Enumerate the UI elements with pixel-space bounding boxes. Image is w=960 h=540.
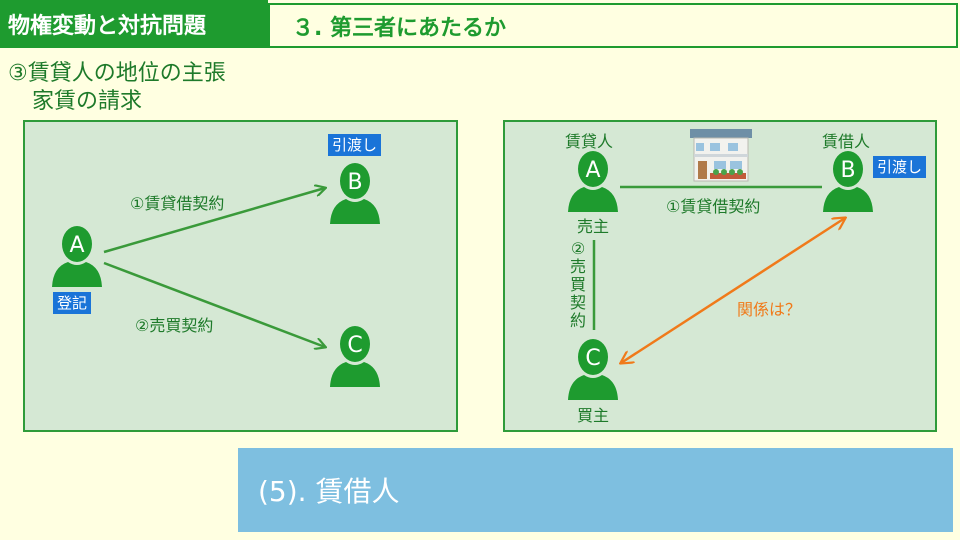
person-silhouette-icon: C	[568, 339, 618, 400]
svg-text:B: B	[347, 170, 362, 195]
person-a-right: A	[566, 150, 620, 212]
arrow-ac-label: ②売買契約	[135, 316, 214, 335]
svg-text:C: C	[585, 346, 600, 371]
delivery-badge-left: 引渡し	[328, 134, 382, 156]
person-silhouette-icon: A	[568, 151, 618, 212]
section-title: 物権変動と対抗問題	[0, 0, 268, 48]
arrow-b-c	[621, 218, 845, 363]
a-top-label: 賃貸人	[565, 132, 614, 151]
svg-text:A: A	[69, 233, 84, 258]
person-silhouette-icon: B	[330, 163, 380, 224]
b-top-label: 賃借人	[822, 132, 871, 151]
subtitle: ③賃貸人の地位の主張 家賃の請求	[8, 60, 226, 116]
delivery-badge-right: 引渡し	[873, 156, 927, 178]
svg-text:A: A	[585, 158, 600, 183]
person-c-right: C	[566, 338, 620, 400]
house-icon	[688, 127, 754, 183]
svg-text:C: C	[347, 333, 362, 358]
registration-badge: 登記	[53, 292, 92, 314]
answer-band: (5). 賃借人	[238, 448, 953, 532]
arrow-a-to-b	[103, 188, 325, 254]
person-silhouette-icon: B	[823, 151, 873, 212]
answer-text: (5). 賃借人	[258, 475, 400, 508]
arrow-ab-label: ①賃貸借契約	[130, 194, 225, 213]
person-a-left: A	[50, 225, 104, 287]
a-bottom-label: 売主	[577, 217, 610, 236]
person-silhouette-icon: A	[52, 226, 102, 287]
person-c-left: C	[328, 325, 382, 387]
arrow-bc-label: 関係は？	[737, 300, 802, 319]
slide-title: ３. 第三者にあたるか	[268, 3, 958, 48]
person-b-left: B	[328, 162, 382, 224]
person-silhouette-icon: C	[330, 326, 380, 387]
subtitle-line2: 家賃の請求	[32, 89, 143, 114]
c-bottom-label: 買主	[577, 406, 610, 425]
person-b-right: B	[821, 150, 875, 212]
svg-text:B: B	[840, 158, 855, 183]
subtitle-line1: ③賃貸人の地位の主張	[8, 61, 226, 86]
line-ac-label: ②売買契約	[569, 239, 586, 330]
arrow-a-to-c	[103, 261, 325, 347]
line-ab-label: ①賃貸借契約	[666, 197, 761, 216]
